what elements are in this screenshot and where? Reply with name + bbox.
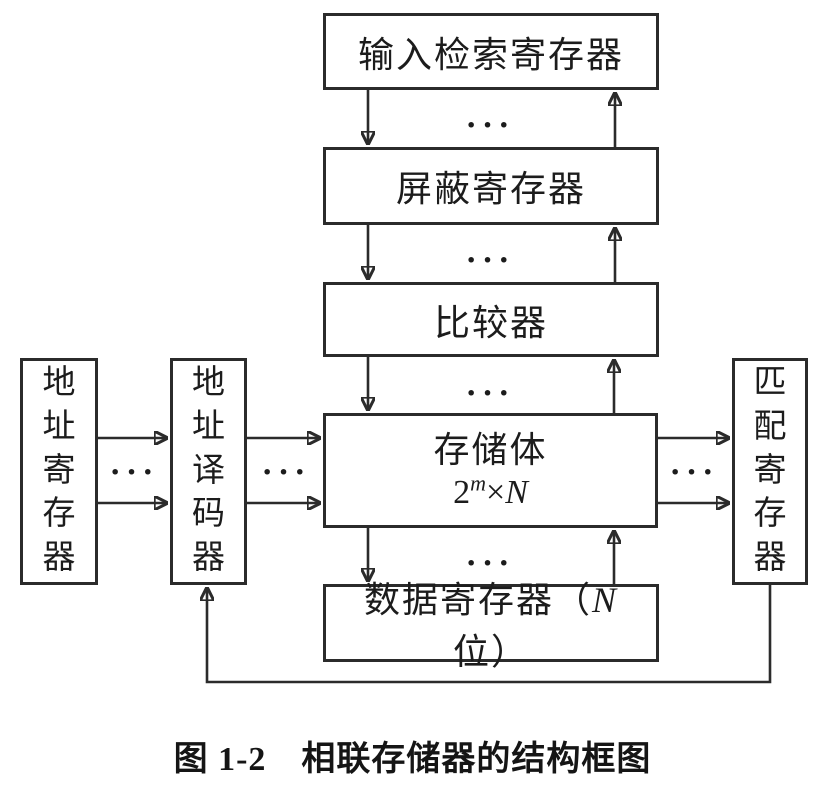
box-data-register: 数据寄存器（N 位）	[323, 580, 659, 672]
ellipsis-input-mask: ···	[465, 107, 515, 144]
data-register-label: 数据寄存器（N 位）	[326, 571, 656, 675]
box-mask-register: 屏蔽寄存器	[323, 147, 659, 225]
capacity-word-width: N	[505, 473, 528, 511]
ellipsis-addressregister-decoder: ···	[109, 454, 159, 491]
data-register-var: N	[592, 580, 619, 620]
input-search-register-label: 输入检索寄存器	[357, 34, 624, 75]
capacity-exponent: m	[470, 470, 486, 496]
arrow-matchregister-feedback-to-decoder	[207, 585, 772, 684]
box-address-register: 地址寄存器	[20, 358, 98, 585]
address-decoder-label: 地址译码器	[191, 364, 225, 577]
ellipsis-mask-comparator: ···	[465, 242, 515, 279]
memory-bank-capacity: 2m×N	[453, 470, 528, 514]
ellipsis-decoder-memory: ···	[261, 454, 311, 491]
mask-register-label: 屏蔽寄存器	[395, 169, 586, 209]
data-register-suffix: 位）	[452, 632, 529, 672]
box-comparator: 比较器	[323, 282, 659, 357]
box-input-search-register: 输入检索寄存器	[323, 13, 659, 90]
figure-caption: 图 1-2 相联存储器的结构框图	[173, 741, 652, 778]
capacity-base: 2	[453, 473, 471, 511]
address-register-label: 地址寄存器	[42, 364, 76, 577]
match-register-label: 匹配寄存器	[753, 364, 787, 577]
memory-bank-title: 存储体	[433, 429, 548, 470]
box-match-register: 匹配寄存器	[732, 358, 808, 585]
box-memory-bank: 存储体 2m×N	[323, 413, 658, 528]
data-register-prefix: 数据寄存器（	[363, 580, 592, 620]
ellipsis-memory-matchregister: ···	[669, 454, 719, 491]
comparator-label: 比较器	[433, 302, 548, 343]
ellipsis-memory-dataregister: ···	[465, 545, 515, 582]
box-address-decoder: 地址译码器	[170, 358, 247, 585]
ellipsis-comparator-memory: ···	[465, 375, 515, 412]
capacity-times: ×	[486, 473, 506, 511]
